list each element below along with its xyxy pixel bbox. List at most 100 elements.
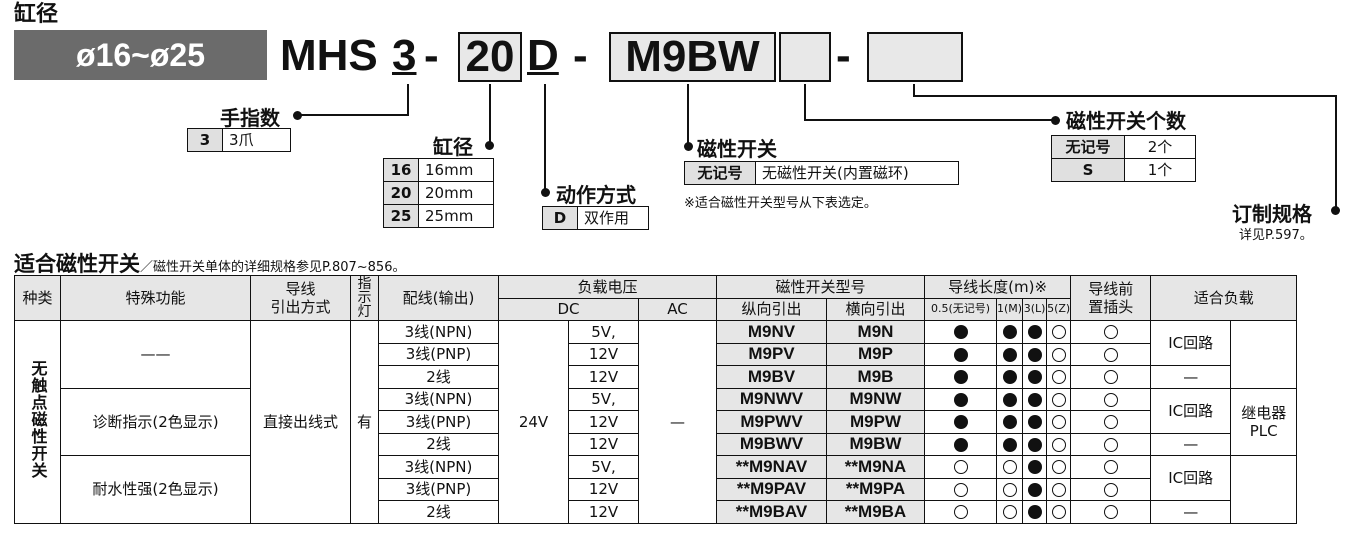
filled-circle-icon (1002, 370, 1017, 385)
length-available (924, 365, 997, 389)
count-text: 1个 (1124, 158, 1196, 182)
wiring-cell: 3线(PNP) (378, 477, 499, 501)
open-circle-icon (953, 505, 968, 520)
open-circle-icon (1103, 505, 1118, 520)
func-cell: 诊断指示(2色显示) (60, 387, 251, 456)
horizontal-model-cell: M9PW (826, 410, 925, 434)
bullet-icon (541, 188, 550, 197)
filled-circle-icon (1002, 347, 1017, 362)
th-wiring: 配线(输出) (378, 275, 499, 321)
length-option (924, 500, 997, 524)
length-option (1046, 432, 1072, 456)
indicator-cell: 有 (350, 320, 379, 524)
vertical-model-cell: **M9BAV (716, 500, 827, 524)
custom-label: 订制规格 (1232, 202, 1312, 226)
th-lead-length: 导线长度(m)※ (923, 275, 1072, 299)
table-title-sub: ／磁性开关单体的详细规格参见P.807~856。 (140, 260, 406, 275)
switch-table-main: 种类 特殊功能 导线 引出方式 指示灯 配线(输出) 负载电压 磁性开关型号 导… (14, 275, 1298, 524)
length-option (1046, 455, 1072, 479)
bore-label: 缸径 (433, 135, 473, 159)
length-option (1046, 500, 1072, 524)
model-finger-digit: 3 (392, 31, 417, 80)
connector-lines (300, 84, 1337, 210)
open-circle-icon (1051, 437, 1066, 452)
vertical-model-cell: M9BWV (716, 432, 827, 456)
length-available (995, 387, 1024, 411)
length-option (1070, 320, 1152, 344)
length-option (924, 455, 997, 479)
th-len-3: 3(L) (1022, 297, 1048, 321)
load-cell: — (1150, 500, 1232, 524)
load-cell: IC回路 (1150, 455, 1232, 501)
load-cell: IC回路 (1150, 320, 1232, 366)
bore-code: 16 (383, 158, 419, 182)
model-prefix: MHS (280, 31, 378, 80)
horizontal-model-cell: M9B (826, 365, 925, 389)
length-option (924, 477, 997, 501)
vertical-model-cell: M9NWV (716, 387, 827, 411)
length-option (995, 455, 1024, 479)
fingers-label: 手指数 (220, 106, 280, 130)
filled-circle-icon (953, 325, 968, 340)
th-len-1: 1(M) (995, 297, 1024, 321)
action-label: 动作方式 (556, 183, 636, 207)
load-cell: IC回路 (1150, 387, 1232, 434)
filled-circle-icon (953, 370, 968, 385)
open-circle-icon (1103, 392, 1118, 407)
bullet-icon (1051, 116, 1060, 125)
length-option (1070, 500, 1152, 524)
load-relay-cell: 继电器 PLC (1230, 387, 1298, 456)
length-available (1022, 365, 1048, 389)
voltage-cell: 12V (568, 342, 639, 366)
th-len-5: 5(Z) (1046, 297, 1072, 321)
vertical-model-cell: **M9NAV (716, 455, 827, 479)
count-text: 2个 (1124, 135, 1196, 159)
th-dc: DC (498, 297, 639, 321)
wiring-cell: 3线(NPN) (378, 387, 499, 411)
th-vertical: 纵向引出 (716, 297, 827, 321)
th-preconnector: 导线前 置插头 (1070, 275, 1152, 321)
length-available (924, 410, 997, 434)
length-available (1022, 387, 1048, 411)
horizontal-model-cell: M9N (826, 320, 925, 344)
dc-cell: 24V (498, 320, 569, 524)
voltage-cell: 5V, (568, 320, 639, 344)
th-len-05: 0.5(无记号) (924, 297, 997, 321)
model-switch-box: M9BW (609, 32, 776, 82)
open-circle-icon (1051, 347, 1066, 362)
filled-circle-icon (953, 415, 968, 430)
filled-circle-icon (953, 347, 968, 362)
length-option (1046, 342, 1072, 366)
filled-circle-icon (1027, 415, 1042, 430)
count-code: S (1051, 158, 1125, 182)
length-available (1022, 410, 1048, 434)
bore-text: 25mm (418, 204, 494, 228)
load-cell-empty (1230, 320, 1298, 389)
wiring-cell: 2线 (378, 500, 499, 524)
bullet-icon (684, 142, 693, 151)
filled-circle-icon (1027, 505, 1042, 520)
voltage-cell: 12V (568, 410, 639, 434)
filled-circle-icon (1002, 437, 1017, 452)
voltage-cell: 12V (568, 500, 639, 524)
th-horizontal: 横向引出 (826, 297, 925, 321)
bore-text: 20mm (418, 181, 494, 205)
count-code: 无记号 (1051, 135, 1125, 159)
bore-range-badge: ø16~ø25 (14, 30, 267, 80)
model-dash: - (836, 31, 851, 80)
filled-circle-icon (1027, 392, 1042, 407)
open-circle-icon (1051, 482, 1066, 497)
length-available (1022, 477, 1048, 501)
filled-circle-icon (953, 437, 968, 452)
open-circle-icon (1002, 505, 1017, 520)
filled-circle-icon (953, 392, 968, 407)
filled-circle-icon (1027, 482, 1042, 497)
open-circle-icon (1051, 370, 1066, 385)
vertical-model-cell: **M9PAV (716, 477, 827, 501)
filled-circle-icon (1002, 325, 1017, 340)
